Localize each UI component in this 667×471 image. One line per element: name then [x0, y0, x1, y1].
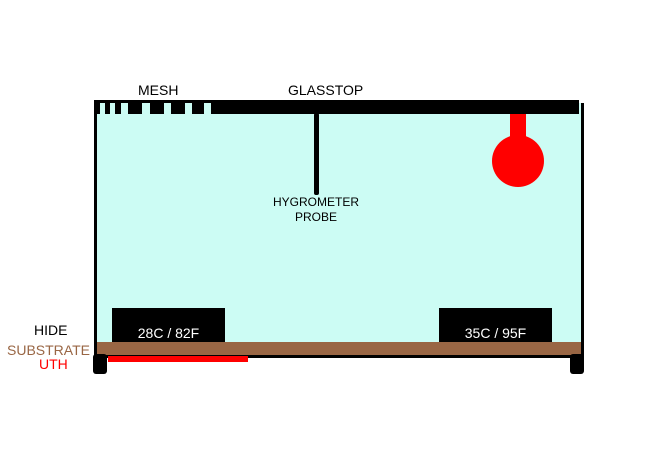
hygrometer-probe [314, 113, 319, 195]
uth-heater [108, 356, 248, 362]
mesh-lid [94, 100, 212, 114]
hygrometer-label-line1: HYGROMETER [272, 195, 359, 209]
mesh-label: MESH [138, 82, 179, 98]
hide-right: 35C / 95F [439, 308, 552, 344]
uth-legend-label: UTH [39, 356, 68, 372]
substrate-legend-label: SUBSTRATE [7, 342, 90, 358]
hide-left: 28C / 82F [112, 308, 225, 344]
glasstop-label: GLASSTOP [288, 82, 364, 98]
tank-foot-left [93, 354, 107, 374]
substrate-layer [97, 342, 581, 355]
hide-legend-label: HIDE [34, 322, 68, 338]
glasstop-lid [211, 100, 579, 114]
hygrometer-probe-label: HYGROMETER PROBE [266, 195, 366, 225]
tank-foot-right [570, 354, 584, 374]
heat-lamp-bulb [492, 135, 544, 187]
hygrometer-label-line2: PROBE [294, 210, 337, 224]
